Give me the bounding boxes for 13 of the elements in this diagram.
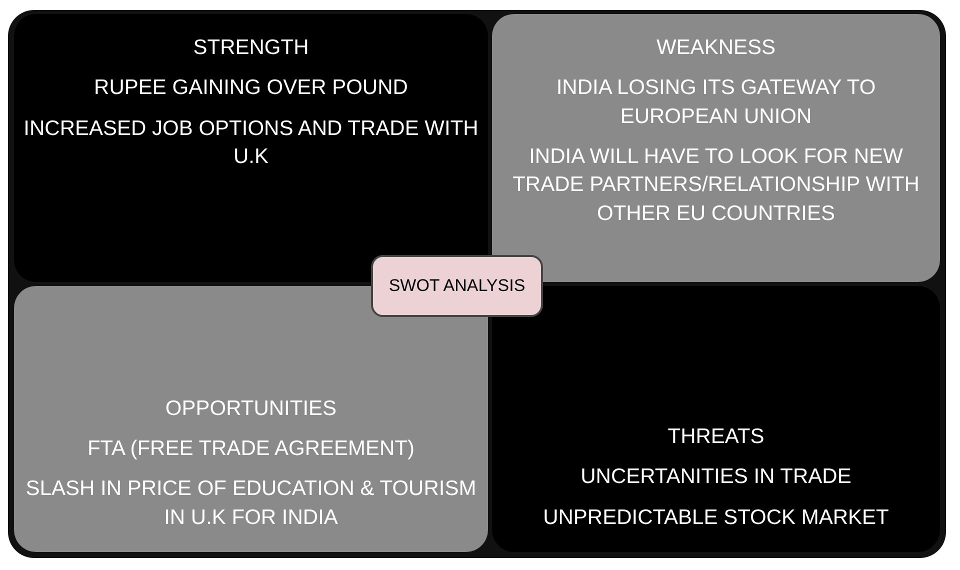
- center-label-box: SWOT ANALYSIS: [371, 255, 543, 317]
- quadrant-text: FTA (FREE TRADE AGREEMENT): [87, 436, 415, 462]
- quadrant-heading: OPPORTUNITIES: [165, 396, 337, 422]
- quadrant-heading: THREATS: [668, 424, 764, 450]
- quadrant-heading: STRENGTH: [193, 35, 309, 61]
- quadrant-text: INDIA LOSING ITS GATEWAY TO EUROPEAN UNION: [555, 75, 877, 130]
- quadrant-text: SLASH IN PRICE OF EDUCATION & TOURISM IN U.K FOR INDIA: [24, 476, 478, 531]
- quadrant-text: RUPEE GAINING OVER POUND: [94, 75, 408, 102]
- quadrant-text: UNCERTANITIES IN TRADE: [580, 464, 852, 490]
- quadrant-heading: WEAKNESS: [656, 35, 776, 61]
- quadrant-text: INDIA WILL HAVE TO LOOK FOR NEW TRADE PARTNERS/RELATIONSHIP WITH OTHER EU COUNTRIES: [512, 144, 920, 227]
- quadrant-text: INCREASED JOB OPTIONS AND TRADE WITH U.K: [22, 116, 480, 170]
- quadrant-text: UNPREDICTABLE STOCK MARKET: [543, 504, 889, 531]
